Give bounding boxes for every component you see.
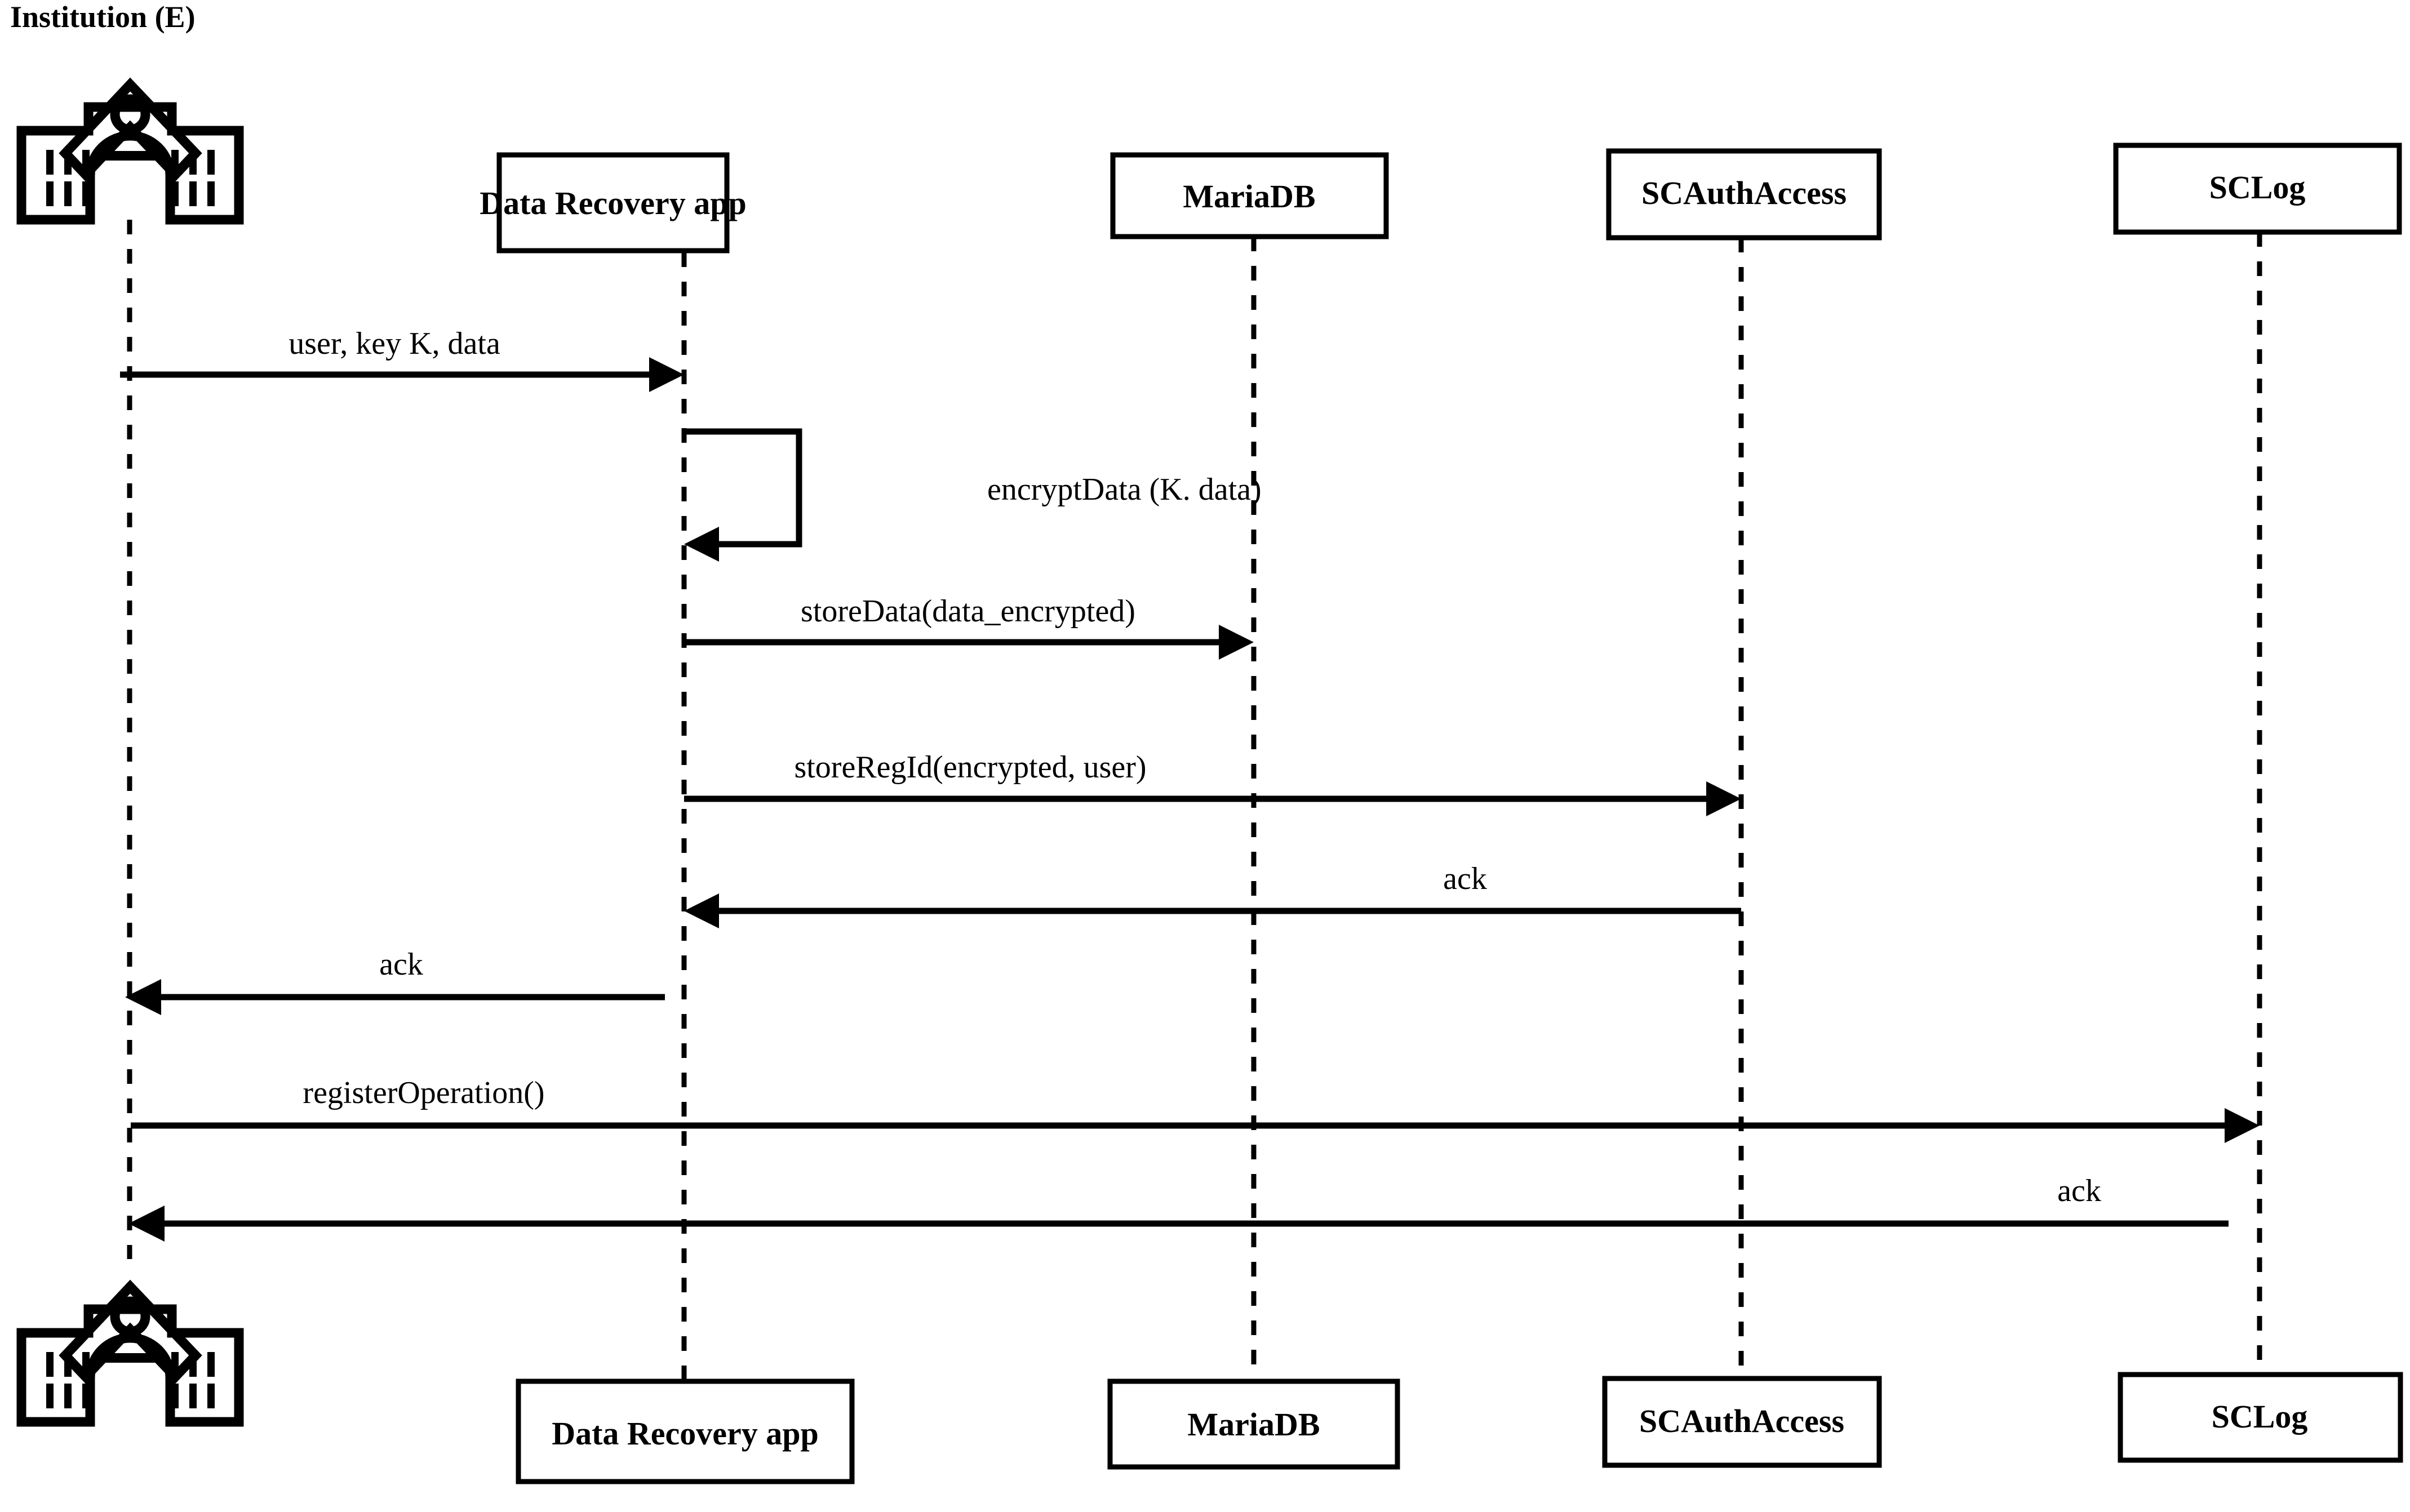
participant-label-drapp-top: Data Recovery app [480,185,747,221]
participant-box-sclog-bottom[interactable] [2118,1372,2403,1463]
participant-label-scauth-top: SCAuthAccess [1641,175,1847,211]
message-8-ack-sclog-to-institution: ack [128,1173,2229,1242]
message-7-register-operation: registerOperation() [131,1075,2260,1143]
participant-box-scauth-bottom[interactable] [1602,1376,1882,1468]
participant-label-mariadb-top: MariaDB [1183,178,1315,215]
participant-label-drapp-bottom: Data Recovery app [552,1415,819,1452]
message-3-store-data: storeData(data_encrypted) [684,594,1254,660]
message-5-ack-scauth-to-drapp: ack [684,861,1741,928]
institution-building-icon-footer [16,1279,244,1427]
message-6-ack-drapp-to-institution: ack [125,947,665,1015]
message-4-store-reg-id: storeRegId(encrypted, user) [684,750,1741,816]
participant-box-sclog-top[interactable] [2113,143,2402,235]
message-label-5: ack [1443,861,1487,896]
message-label-4: storeRegId(encrypted, user) [794,750,1146,785]
message-label-2: encryptData (K. data) [987,472,1262,507]
participant-box-drapp-bottom[interactable] [516,1378,855,1484]
participant-box-mariadb-top[interactable] [1110,152,1389,239]
message-label-8: ack [2057,1173,2101,1208]
message-label-7: registerOperation() [303,1075,544,1110]
participant-label-scauth-bottom: SCAuthAccess [1639,1403,1844,1439]
participant-box-scauth-top[interactable] [1606,148,1882,241]
message-label-6: ack [379,947,423,982]
institution-building-icon [16,77,244,225]
participant-box-drapp-top[interactable] [496,152,730,254]
message-label-1: user, key K, data [289,326,500,361]
actor-label-institution: Institution (E) [10,0,196,34]
participant-box-mariadb-bottom[interactable] [1107,1378,1400,1470]
message-2-encrypt-data-self: encryptData (K. data) [684,428,1262,562]
participant-label-sclog-top: SCLog [2209,169,2306,206]
message-label-3: storeData(data_encrypted) [801,594,1135,629]
participant-label-sclog-bottom: SCLog [2212,1398,2308,1435]
message-1-user-key-data: user, key K, data [120,326,684,392]
participant-label-mariadb-bottom: MariaDB [1187,1406,1320,1443]
